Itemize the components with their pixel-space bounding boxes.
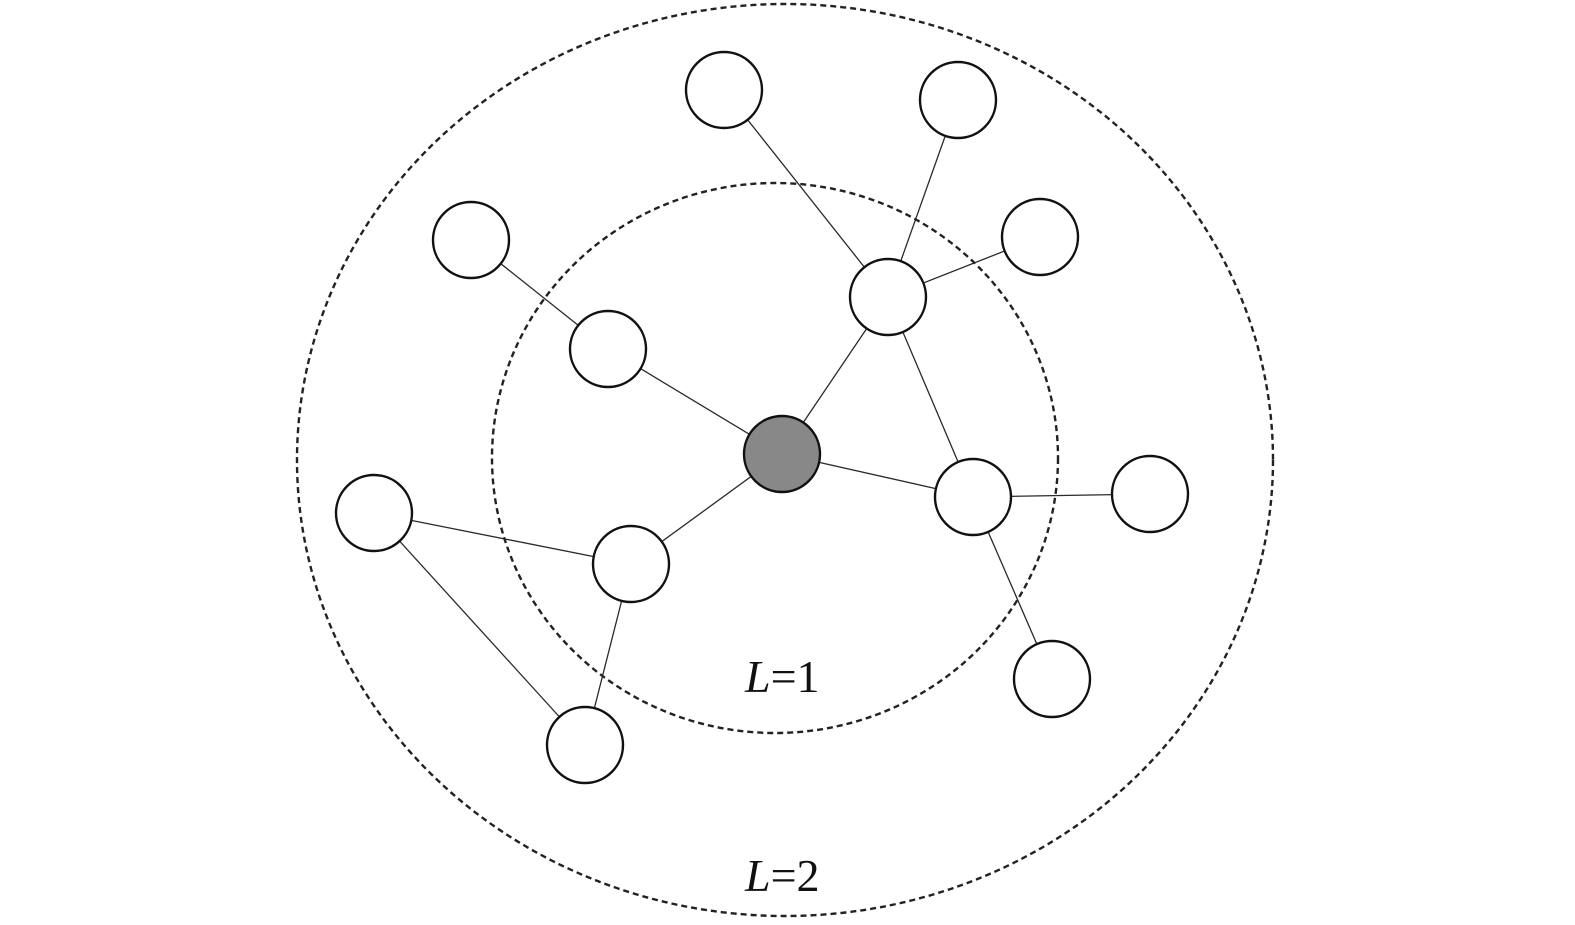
node-n2e [1110,454,1190,534]
nodes-layer [334,50,1190,785]
node-n2h [545,705,625,785]
ring-l1-label-value: =1 [771,651,820,702]
node-n2b [684,50,764,130]
ring-l1-label-var: L [744,651,771,702]
ring-l2-label-value: =2 [771,850,820,901]
ring-l1 [490,181,1060,735]
ring-l2 [295,2,1275,918]
node-n2g [334,473,414,553]
ring-l2-label-var: L [744,850,771,901]
center-node [742,414,822,494]
node-n2f [1012,639,1092,719]
node-n1b [848,257,928,337]
node-n1c [933,457,1013,537]
node-n2c [918,60,998,140]
edge-n1b-n2b [723,89,889,298]
ring-l1-label: L=1 [744,651,820,702]
node-n2a [431,200,511,280]
ring-l2-label: L=2 [744,850,820,901]
rings-layer [295,2,1275,918]
node-n1d [591,524,671,604]
edge-n2g-n2h [373,512,586,746]
edge-n1d-n2g [373,512,632,565]
node-n2d [1000,197,1080,277]
node-n1a [568,309,648,389]
labels-layer: L=1 L=2 [744,651,820,901]
